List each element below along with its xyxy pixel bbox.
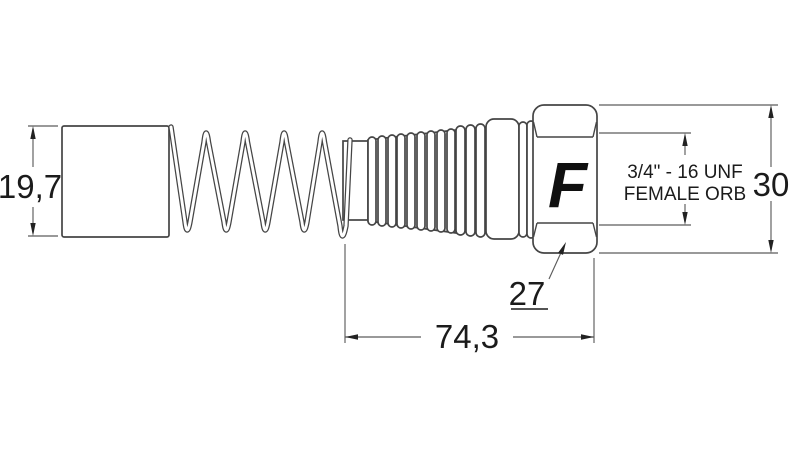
rib [406, 132, 416, 230]
dimension-hex-flats: 27 [509, 242, 566, 312]
arrowhead-right [581, 334, 594, 340]
groove [465, 124, 476, 237]
ribbed-strain-relief [367, 128, 457, 234]
dim-hex-height-label: 30 [753, 166, 790, 203]
groove [518, 121, 528, 238]
rib [446, 128, 456, 234]
spring-coil-inner [169, 125, 352, 238]
arrowhead-leader [558, 242, 566, 255]
crimp-collar [485, 118, 520, 240]
rib [367, 136, 377, 226]
rib [416, 131, 426, 231]
dimension-thread-spec: 3/4" - 16 UNF FEMALE ORB [599, 132, 746, 226]
crimp-grooves-left [455, 123, 486, 238]
dim-length-label: 74,3 [435, 318, 499, 355]
groove [455, 125, 466, 236]
rib [396, 133, 406, 229]
dim-hex-flats-label: 27 [509, 275, 546, 312]
rib [377, 135, 387, 227]
arrowhead-up [30, 126, 36, 139]
hex-corner-facets [532, 121, 598, 238]
dimension-fitting-length: 74,3 [344, 244, 595, 355]
thread-spec-line2: FEMALE ORB [624, 184, 746, 205]
dim-cap-height-label: 19,7 [0, 168, 62, 205]
thread-spec-line1: 3/4" - 16 UNF [627, 162, 743, 183]
hex-nut-body [532, 104, 598, 254]
arrowhead-left [345, 334, 358, 340]
arrowhead-down [30, 223, 36, 236]
rib [436, 129, 446, 233]
arrowhead-down [768, 240, 774, 253]
dimension-cap-height: 19,7 [0, 125, 62, 237]
arrowhead-up [682, 133, 688, 146]
fitting-part: F [61, 104, 598, 254]
spring-guard [168, 124, 353, 239]
arrowhead-up [768, 105, 774, 118]
rib [426, 130, 436, 232]
brand-logo-f: F [548, 149, 589, 221]
arrowhead-down [682, 212, 688, 225]
dimension-hex-height: 30 [599, 104, 790, 254]
hex-nut: F [532, 104, 598, 254]
rib [387, 134, 397, 228]
end-cap-block [61, 125, 170, 238]
groove [475, 123, 486, 238]
